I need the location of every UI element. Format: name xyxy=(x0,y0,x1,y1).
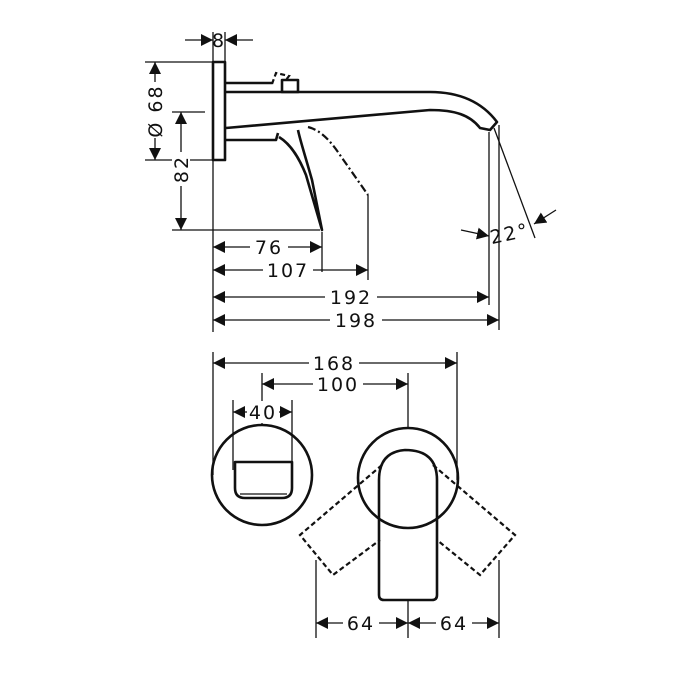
dim-total-width: 168 xyxy=(213,352,457,375)
dim-label: Ø 68 xyxy=(145,84,167,137)
lever-right-position xyxy=(432,464,517,577)
dim-spout-projection: 192 xyxy=(213,286,489,309)
side-view: 8 Ø 68 82 76 107 192 xyxy=(145,30,557,332)
dim-height: 82 xyxy=(171,112,193,230)
spout xyxy=(225,90,499,132)
diverter-knob xyxy=(280,78,300,94)
lever-handle xyxy=(377,448,439,602)
dim-label: 100 xyxy=(317,374,359,396)
dim-lever-swing-left: 64 xyxy=(316,612,408,635)
dim-label: 168 xyxy=(313,353,355,375)
spout-front xyxy=(210,423,314,527)
lever-left-position xyxy=(298,464,383,577)
front-view: 168 100 40 64 64 xyxy=(210,352,517,638)
dim-lever-swing-right: 64 xyxy=(408,612,499,635)
dim-label: 82 xyxy=(171,155,193,183)
diverter-knob-alt-position xyxy=(270,71,291,85)
dim-label: 40 xyxy=(249,402,277,424)
dim-lever-open-depth: 107 xyxy=(213,259,368,282)
wall-plate xyxy=(211,60,227,162)
dim-label: 107 xyxy=(267,260,309,282)
dim-plate-thickness: 8 xyxy=(185,30,253,52)
dim-lever-depth: 76 xyxy=(213,236,322,259)
lower-rod xyxy=(226,132,280,142)
lever xyxy=(278,129,324,232)
mixer-front xyxy=(298,426,517,602)
dim-label: 8 xyxy=(212,30,226,52)
dim-label: 64 xyxy=(347,613,375,635)
lever-open-position xyxy=(307,125,369,196)
dim-plate-diameter: Ø 68 xyxy=(145,62,167,160)
dim-label: 64 xyxy=(440,613,468,635)
dim-spout-angle: 22° xyxy=(460,209,557,249)
dim-spout-width: 40 xyxy=(233,401,292,424)
dim-label: 76 xyxy=(255,237,283,259)
faucet-side-outline xyxy=(211,60,499,232)
dim-label: 22° xyxy=(488,219,531,249)
dim-label: 198 xyxy=(335,310,377,332)
dim-center-distance: 100 xyxy=(262,373,408,396)
dim-label: 192 xyxy=(330,287,372,309)
dim-total-projection: 198 xyxy=(213,309,499,332)
